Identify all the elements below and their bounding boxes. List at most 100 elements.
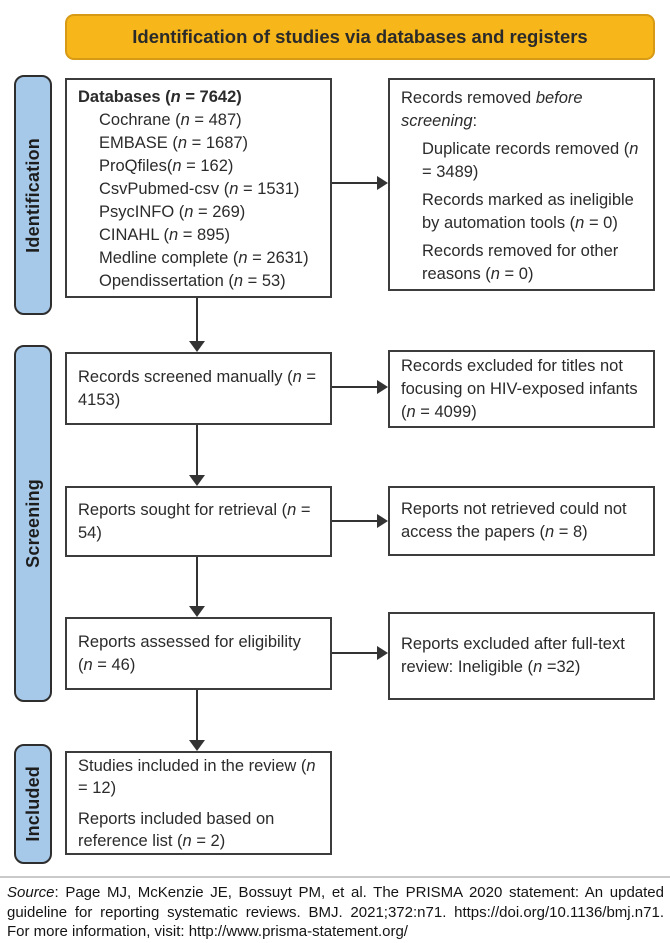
text-segment: n bbox=[184, 203, 194, 221]
text-segment: Medline complete ( bbox=[99, 249, 239, 267]
arrow-assessed-to-excluded-fulltext bbox=[332, 646, 388, 660]
text-segment: = 12) bbox=[78, 778, 117, 797]
text-segment: : Page MJ, McKenzie JE, Bossuyt PM, et a… bbox=[7, 884, 664, 940]
diagram-title: Identification of studies via databases … bbox=[132, 26, 588, 47]
text-segment: Databases ( bbox=[78, 88, 171, 106]
text-segment: = 1687) bbox=[187, 134, 249, 152]
text-segment: PsycINFO ( bbox=[99, 203, 185, 221]
box-databases-identified: Databases (n = 7642)Cochrane (n = 487)EM… bbox=[65, 78, 332, 298]
text-segment: n bbox=[238, 249, 248, 267]
text-segment: n bbox=[233, 272, 244, 290]
box-line: CsvPubmed-csv (n = 1531) bbox=[78, 178, 319, 201]
arrow-shaft bbox=[332, 520, 380, 522]
text-segment: : bbox=[472, 111, 478, 130]
box-line: Records screened manually (n = 4153) bbox=[78, 366, 319, 412]
text-segment: CINAHL ( bbox=[99, 226, 169, 244]
text-segment: n bbox=[170, 88, 181, 106]
text-segment: Reports not retrieved could not access t… bbox=[401, 500, 627, 541]
stage-label-identification-text: Identification bbox=[22, 137, 43, 253]
arrow-databases-to-removed bbox=[332, 176, 388, 190]
arrow-screened-to-sought bbox=[189, 425, 205, 486]
box-line: Records excluded for titles not focusing… bbox=[401, 355, 642, 424]
text-segment: n bbox=[533, 658, 543, 676]
stage-label-identification: Identification bbox=[14, 75, 52, 315]
arrow-head-icon bbox=[377, 646, 388, 660]
text-segment: Reports included based on reference list… bbox=[78, 809, 275, 850]
arrow-databases-to-screened bbox=[189, 298, 205, 352]
text-segment: Records removed for other reasons ( bbox=[422, 242, 619, 283]
text-segment: n bbox=[177, 134, 188, 152]
text-segment: n bbox=[229, 180, 239, 198]
text-segment: n bbox=[306, 756, 316, 775]
stage-label-screening: Screening bbox=[14, 345, 52, 702]
text-segment: Records excluded for titles not focusing… bbox=[401, 356, 638, 421]
text-segment: Records screened manually ( bbox=[78, 367, 293, 386]
box-line: Records removed before screening: bbox=[401, 87, 642, 132]
arrow-assessed-to-included bbox=[189, 690, 205, 751]
text-segment: n bbox=[83, 655, 93, 674]
source-citation: Source: Page MJ, McKenzie JE, Bossuyt PM… bbox=[7, 883, 664, 942]
arrow-head-icon bbox=[377, 176, 388, 190]
text-segment: = 4153) bbox=[78, 367, 317, 409]
text-segment: = 269) bbox=[193, 203, 246, 221]
box-line: Reports excluded after full-text review:… bbox=[401, 633, 642, 679]
text-segment: Cochrane ( bbox=[99, 111, 181, 129]
box-line: EMBASE (n = 1687) bbox=[78, 132, 319, 155]
arrow-shaft bbox=[196, 690, 198, 743]
box-line: Databases (n = 7642) bbox=[78, 86, 319, 109]
text-segment: = 8) bbox=[554, 523, 588, 541]
text-segment: n bbox=[168, 226, 179, 244]
box-line: ProQfiles(n = 162) bbox=[78, 155, 319, 178]
box-records-removed-before-screening: Records removed before screening: Duplica… bbox=[388, 78, 655, 291]
box-reports-assessed: Reports assessed for eligibility (n = 46… bbox=[65, 617, 332, 690]
arrow-head-icon bbox=[189, 740, 205, 751]
text-segment: Source bbox=[7, 884, 55, 901]
box-line: Medline complete (n = 2631) bbox=[78, 247, 319, 270]
text-segment: = 3489) bbox=[422, 162, 479, 181]
text-segment: = 53) bbox=[243, 272, 286, 290]
text-segment: = 4099) bbox=[415, 402, 477, 421]
text-segment: Opendissertation ( bbox=[99, 272, 234, 290]
text-segment: Reports assessed for eligibility ( bbox=[78, 632, 301, 674]
text-segment: Reports sought for retrieval ( bbox=[78, 500, 288, 519]
arrow-shaft bbox=[196, 425, 198, 478]
text-segment: n bbox=[490, 264, 500, 283]
text-segment: n bbox=[182, 831, 192, 850]
text-segment: n bbox=[629, 140, 639, 158]
text-segment: n bbox=[287, 500, 297, 519]
text-segment: = 895) bbox=[178, 226, 231, 244]
text-segment: = 54) bbox=[78, 500, 311, 542]
box-line: Reports assessed for eligibility (n = 46… bbox=[78, 631, 319, 677]
text-segment: n bbox=[180, 111, 190, 129]
text-segment: n bbox=[406, 402, 416, 421]
text-segment: Records marked as ineligible by automati… bbox=[422, 191, 634, 232]
box-reports-excluded-fulltext: Reports excluded after full-text review:… bbox=[388, 612, 655, 700]
arrow-head-icon bbox=[377, 514, 388, 528]
box-line: Cochrane (n = 487) bbox=[78, 109, 319, 132]
box-line: Duplicate records removed (n = 3489) bbox=[401, 138, 642, 183]
arrow-sought-to-assessed bbox=[189, 557, 205, 617]
arrow-screened-to-excluded bbox=[332, 380, 388, 394]
box-line: Opendissertation (n = 53) bbox=[78, 270, 319, 293]
arrow-shaft bbox=[196, 557, 198, 609]
text-segment: = 2) bbox=[191, 831, 226, 850]
arrow-sought-to-not-retrieved bbox=[332, 514, 388, 528]
diagram-title-banner: Identification of studies via databases … bbox=[65, 14, 655, 60]
text-segment: = 7642) bbox=[180, 88, 242, 106]
text-segment: =32) bbox=[542, 658, 581, 676]
arrow-head-icon bbox=[189, 341, 205, 352]
box-line: Records removed for other reasons (n = 0… bbox=[401, 240, 642, 285]
text-segment: ProQfiles( bbox=[99, 157, 173, 175]
box-reports-sought: Reports sought for retrieval (n = 54) bbox=[65, 486, 332, 557]
arrow-shaft bbox=[332, 652, 380, 654]
box-line: Reports sought for retrieval (n = 54) bbox=[78, 499, 319, 545]
stage-label-included-text: Included bbox=[22, 766, 43, 842]
box-reports-not-retrieved: Reports not retrieved could not access t… bbox=[388, 486, 655, 556]
text-segment: CsvPubmed-csv ( bbox=[99, 180, 230, 198]
box-line: CINAHL (n = 895) bbox=[78, 224, 319, 247]
arrow-shaft bbox=[332, 386, 380, 388]
box-records-screened: Records screened manually (n = 4153) bbox=[65, 352, 332, 425]
text-segment: Studies included in the review ( bbox=[78, 756, 307, 775]
text-segment: = 0) bbox=[584, 213, 618, 232]
box-line: Studies included in the review (n = 12) bbox=[78, 755, 319, 799]
